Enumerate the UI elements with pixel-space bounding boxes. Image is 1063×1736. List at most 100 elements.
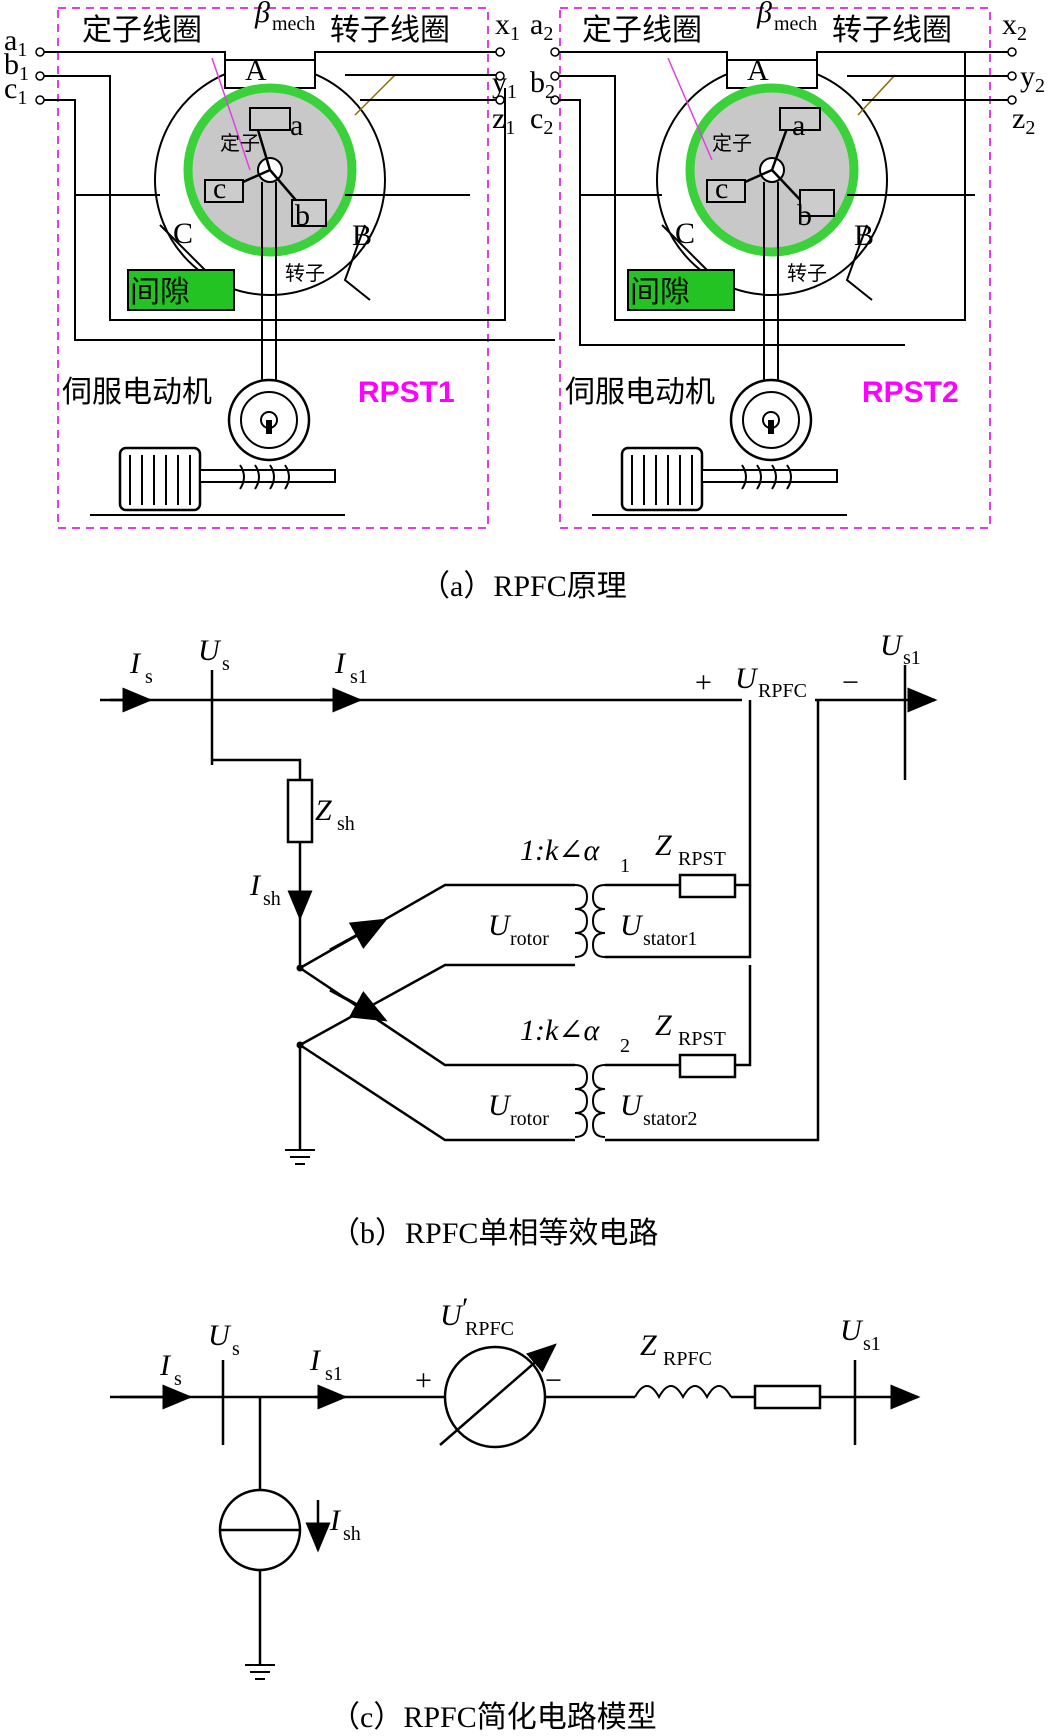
b-Urpfc-sub: RPFC xyxy=(758,680,807,702)
rpst1-rotor-phase-c: c xyxy=(213,172,226,205)
c-Is-symbol: I xyxy=(159,1349,172,1382)
b-ground-icon xyxy=(285,1149,315,1165)
svg-text:z2: z2 xyxy=(1012,102,1035,139)
panel-b: I s U s I s1 + U RPFC − U s1 Z sh I sh xyxy=(100,629,938,1250)
b-Zsh-resistor xyxy=(286,778,314,844)
b-Zrpst2-sub: RPST xyxy=(678,1028,726,1050)
c-ground-icon xyxy=(245,1664,275,1680)
c-Urpfc-sub: RPFC xyxy=(465,1318,514,1340)
b-Us-sub: s xyxy=(222,653,230,675)
rpst2-servo-motor-icon xyxy=(620,446,704,512)
b-Zrpst2-symbol: Z xyxy=(655,1009,672,1042)
term-y1: y xyxy=(492,66,507,99)
panel-a-terminals xyxy=(35,47,1017,105)
rpst2-rotor-coil-label: 转子线圈 xyxy=(832,14,952,47)
b-Zsh-symbol: Z xyxy=(315,794,332,827)
b-Zrpst1-symbol: Z xyxy=(655,829,672,862)
svg-text:c1: c1 xyxy=(4,72,27,109)
rpst2-gap-label: 间隙 xyxy=(630,276,690,309)
rpst1-stator-label: 定子 xyxy=(220,132,260,155)
c-Us-symbol: U xyxy=(208,1319,232,1352)
panel-a-wiring xyxy=(44,51,1010,346)
rpst1-beta-sub: mech xyxy=(272,13,315,35)
c-resistor-icon xyxy=(753,1384,822,1410)
b-Is1-sub: s1 xyxy=(350,666,368,688)
c-Us-sub: s xyxy=(232,1338,240,1360)
b-Zrpst1-sub: RPST xyxy=(678,848,726,870)
b-Is-symbol: I xyxy=(129,647,142,680)
b-plus: + xyxy=(695,666,712,699)
c-minus: − xyxy=(545,1364,562,1397)
svg-text:b2: b2 xyxy=(530,66,555,103)
b-ratio2-sub: 2 xyxy=(620,1035,630,1057)
svg-text:c2: c2 xyxy=(530,102,553,139)
b-transformer-1 xyxy=(574,700,752,959)
rpst1-gear-icon xyxy=(227,378,311,462)
svg-text:a1: a1 xyxy=(4,24,27,61)
term-a2: a xyxy=(530,8,543,41)
b-ratio1: 1:k∠α xyxy=(520,834,600,867)
rpst1-rotor-label: 转子 xyxy=(285,262,325,285)
rpst2-stator-coil-label: 定子线圈 xyxy=(582,14,702,47)
rpst1-gap-box xyxy=(127,269,235,311)
b-Ustator1-sub: stator1 xyxy=(643,928,697,950)
b-Urotor2-sub: rotor xyxy=(510,1108,549,1130)
b-Urotor1-symbol: U xyxy=(488,909,512,942)
rpst2-gear-icon xyxy=(729,378,813,462)
rpst2-gap-box xyxy=(627,269,735,311)
term-c2: c xyxy=(530,102,543,135)
b-ratio2: 1:k∠α xyxy=(520,1014,600,1047)
b-Zrpst-1 xyxy=(678,873,737,899)
rpst1-pole-a: A xyxy=(245,54,267,87)
c-Is-sub: s xyxy=(174,1368,182,1390)
svg-text:y1: y1 xyxy=(492,66,517,103)
b-Urpfc-symbol: U xyxy=(735,662,759,695)
c-inductor-icon xyxy=(634,1385,732,1400)
b-transformer-2 xyxy=(574,700,820,1142)
rpst2-boundary xyxy=(559,7,991,529)
svg-text:x2: x2 xyxy=(1002,8,1027,45)
term-a1: a xyxy=(4,24,17,57)
caption-a: （a）RPFC原理 xyxy=(420,570,627,603)
b-Us1-sub: s1 xyxy=(903,647,921,669)
svg-text:a2: a2 xyxy=(530,8,553,45)
caption-b: （b）RPFC单相等效电路 xyxy=(330,1217,658,1250)
panel-a: 间隙 定子线圈 转子线圈 β mech A B C a b c 定子 转子 RP… xyxy=(4,0,1045,603)
svg-text:b1: b1 xyxy=(4,48,29,85)
rpst2-pole-a: A xyxy=(747,54,769,87)
rpst1-pole-c: C xyxy=(173,217,193,250)
rpst2-rotor-phase-b: b xyxy=(797,199,812,232)
term-b2: b xyxy=(530,66,545,99)
rpst2-beta-sub: mech xyxy=(774,13,817,35)
b-Ustator2-sub: stator2 xyxy=(643,1108,697,1130)
c-Is1-sub: s1 xyxy=(325,1363,343,1385)
rpst1-boundary xyxy=(57,7,489,529)
b-Urotor1-sub: rotor xyxy=(510,928,549,950)
b-minus: − xyxy=(842,666,859,699)
rpst2-unit: 间隙 定子线圈 转子线圈 β mech A B C a b c 定子 转子 RP… xyxy=(559,0,991,529)
rpst2-pole-c: C xyxy=(675,217,695,250)
caption-c: （c）RPFC简化电路模型 xyxy=(330,1701,657,1734)
c-Urpfc-symbol: U xyxy=(440,1299,464,1332)
rpst2-rotor-phase-a: a xyxy=(792,109,805,142)
rpst2-pole-b: B xyxy=(854,219,874,252)
rpst1-rotor-phase-a: a xyxy=(290,109,303,142)
rpst2-rotor-phase-c: c xyxy=(715,172,728,205)
rpst1-unit: 间隙 定子线圈 转子线圈 β mech A B C a b c 定子 转子 RP… xyxy=(57,0,489,529)
term-z1: z xyxy=(492,102,505,135)
b-Is-sub: s xyxy=(145,666,153,688)
rpst1-beta-label: β xyxy=(254,0,270,29)
rpst2-name: RPST2 xyxy=(862,376,959,409)
c-Us1-symbol: U xyxy=(840,1314,864,1347)
c-Zrpfc-symbol: Z xyxy=(640,1329,657,1362)
rpst2-rotor-label: 转子 xyxy=(787,262,827,285)
rpst1-stator-coil-label: 定子线圈 xyxy=(82,14,202,47)
b-Ish-sub: sh xyxy=(263,888,281,910)
term-y2: y xyxy=(1020,60,1035,93)
svg-text:′: ′ xyxy=(462,1292,469,1325)
b-Ustator1-symbol: U xyxy=(620,909,644,942)
term-b1: b xyxy=(4,48,19,81)
rpst2-stator-label: 定子 xyxy=(712,132,752,155)
c-Zrpfc-sub: RPFC xyxy=(663,1348,712,1370)
rpst1-pole-b: B xyxy=(352,219,372,252)
